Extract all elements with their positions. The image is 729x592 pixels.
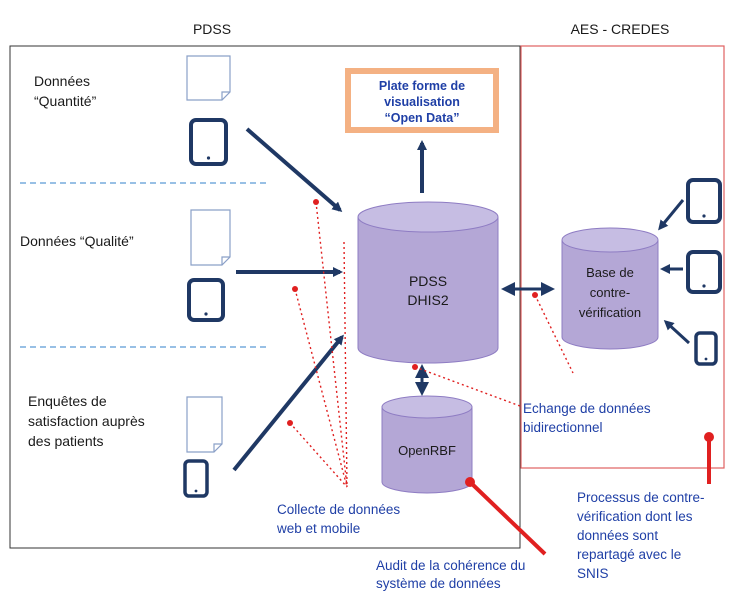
row1-label-line1: Données bbox=[34, 73, 90, 89]
contre-verification-database: Base de contre- vérification bbox=[561, 227, 659, 350]
row3-label-line2: satisfaction auprès bbox=[28, 413, 145, 429]
arrow-quantity-to-dhis2 bbox=[245, 127, 343, 212]
tablet-icon bbox=[189, 118, 228, 166]
arrow-tablet1-to-base bbox=[658, 199, 685, 231]
data-flow-arrows bbox=[232, 127, 691, 472]
tablet-icon bbox=[187, 278, 225, 322]
audit-label-line1: Audit de la cohérence du bbox=[376, 558, 525, 573]
main-db-line2: DHIS2 bbox=[407, 292, 448, 308]
collecte-label-line2: web et mobile bbox=[276, 521, 360, 536]
arrow-phone-to-base bbox=[663, 319, 691, 345]
row2-label: Données “Qualité” bbox=[20, 233, 134, 249]
processus-label-line3: données sont bbox=[577, 528, 658, 543]
echange-label-line1: Echange de données bbox=[523, 401, 651, 416]
phone-icon bbox=[694, 331, 718, 366]
pdss-title: PDSS bbox=[193, 21, 231, 37]
base-db-line3: vérification bbox=[579, 305, 641, 320]
pdss-dhis2-database: PDSS DHIS2 bbox=[357, 201, 499, 364]
open-data-line2: visualisation bbox=[384, 95, 460, 109]
openrbf-label: OpenRBF bbox=[398, 443, 456, 458]
row1-label-line2: “Quantité” bbox=[34, 93, 97, 109]
processus-label-line5: SNIS bbox=[577, 566, 609, 581]
phone-icon bbox=[183, 459, 209, 498]
tablet-icon bbox=[686, 178, 722, 224]
pdss-frame bbox=[9, 45, 521, 549]
main-db-line1: PDSS bbox=[409, 273, 447, 289]
red-callout-lines bbox=[465, 432, 714, 556]
document-icon bbox=[190, 209, 231, 266]
row3-label-line1: Enquêtes de bbox=[28, 393, 107, 409]
base-db-line1: Base de bbox=[586, 265, 634, 280]
red-dotted-connectors bbox=[289, 201, 574, 488]
open-data-line1: Plate forme de bbox=[379, 79, 465, 93]
arrow-survey-to-dhis2 bbox=[232, 334, 344, 472]
processus-label-line4: repartagé avec le bbox=[577, 547, 681, 562]
aes-credes-frame bbox=[520, 45, 725, 469]
base-db-line2: contre- bbox=[590, 285, 630, 300]
collecte-label-line1: Collecte de données bbox=[277, 502, 400, 517]
tablet-icon bbox=[686, 250, 722, 294]
aes-credes-title: AES - CREDES bbox=[571, 21, 670, 37]
echange-label-line2: bidirectionnel bbox=[523, 420, 603, 435]
document-icon bbox=[186, 396, 223, 453]
document-icon bbox=[186, 55, 231, 101]
openrbf-database: OpenRBF bbox=[381, 395, 473, 494]
open-data-line3: “Open Data” bbox=[384, 111, 459, 125]
audit-label-line2: système de données bbox=[376, 576, 501, 591]
processus-label-line2: vérification dont les bbox=[577, 509, 693, 524]
red-dots bbox=[287, 199, 538, 426]
open-data-platform: Plate forme de visualisation “Open Data” bbox=[345, 68, 499, 133]
row3-label-line3: des patients bbox=[28, 433, 104, 449]
processus-label-line1: Processus de contre- bbox=[577, 490, 705, 505]
